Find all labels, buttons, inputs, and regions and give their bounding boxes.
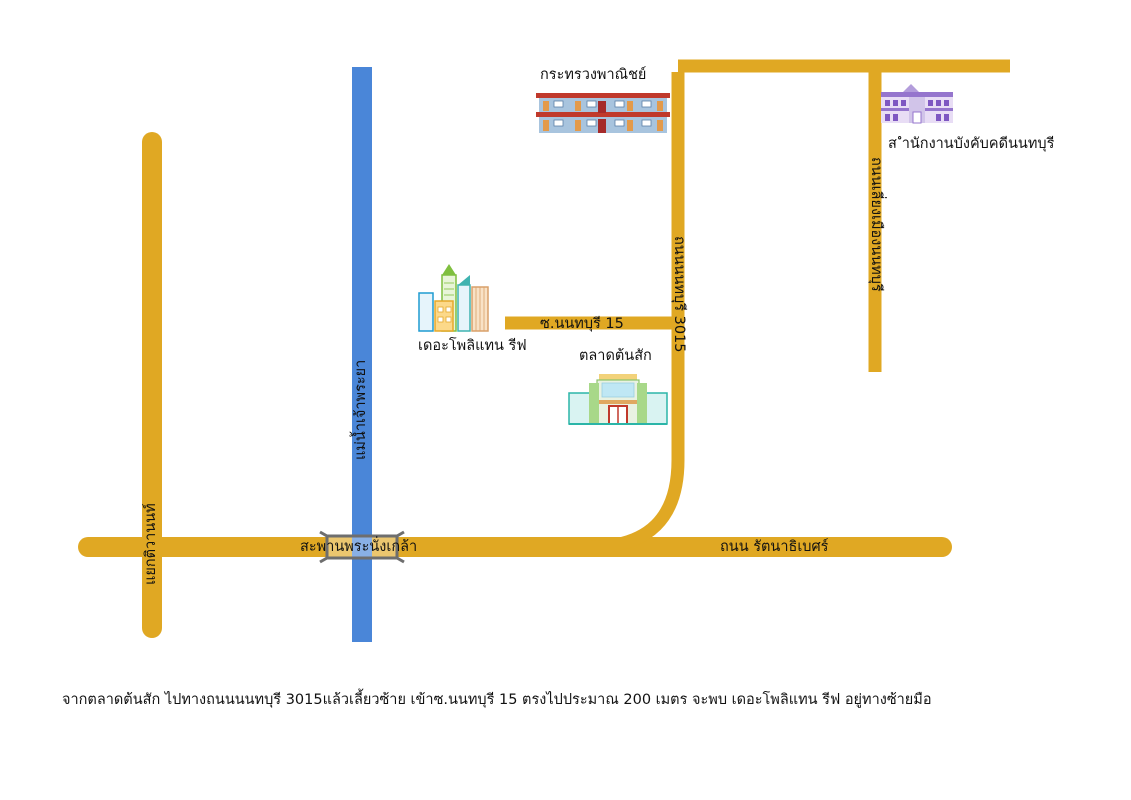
- road-nonthaburi-3015: [589, 72, 685, 554]
- market-building-icon: [568, 374, 668, 425]
- label-nonthaburi-3015-road: ถนนนนทบุรี 3015: [671, 236, 687, 353]
- label-chao-phraya-river: แม่น้ำเจ้าพระยา: [353, 359, 369, 460]
- label-soi-nonthaburi-15: ซ.นนทบุรี 15: [540, 316, 624, 332]
- label-ministry-of-commerce: กระทรวงพาณิชย์: [540, 67, 647, 83]
- label-talad-ton-sak: ตลาดต้นสัก: [579, 348, 652, 364]
- label-legal-execution-office: ส ำนักงานบังคับคดีนนทบุรี: [888, 136, 1055, 152]
- office-building-icon: [881, 84, 953, 124]
- government-building-icon: [536, 93, 670, 133]
- label-liang-mueang-road: ถนนเลี่ยงเมืองนนทบุรี: [868, 157, 884, 292]
- road-network: [78, 59, 1010, 638]
- directions-text: จากตลาดต้นสัก ไปทางถนนนนทบุรี 3015แล้วเล…: [62, 692, 932, 708]
- label-rattanathibet-road: ถนน รัตนาธิเบศร์: [720, 539, 829, 555]
- label-the-politan-rive: เดอะโพลิแทน รีฟ: [418, 338, 527, 354]
- label-yaek-tiwanon: แยกติวานนท์: [143, 503, 159, 585]
- condominium-towers-icon: [418, 264, 489, 332]
- bridge-icon: [319, 530, 405, 564]
- label-phra-nang-klao-bridge: สะพานพระนั่งเกล้า: [300, 539, 418, 555]
